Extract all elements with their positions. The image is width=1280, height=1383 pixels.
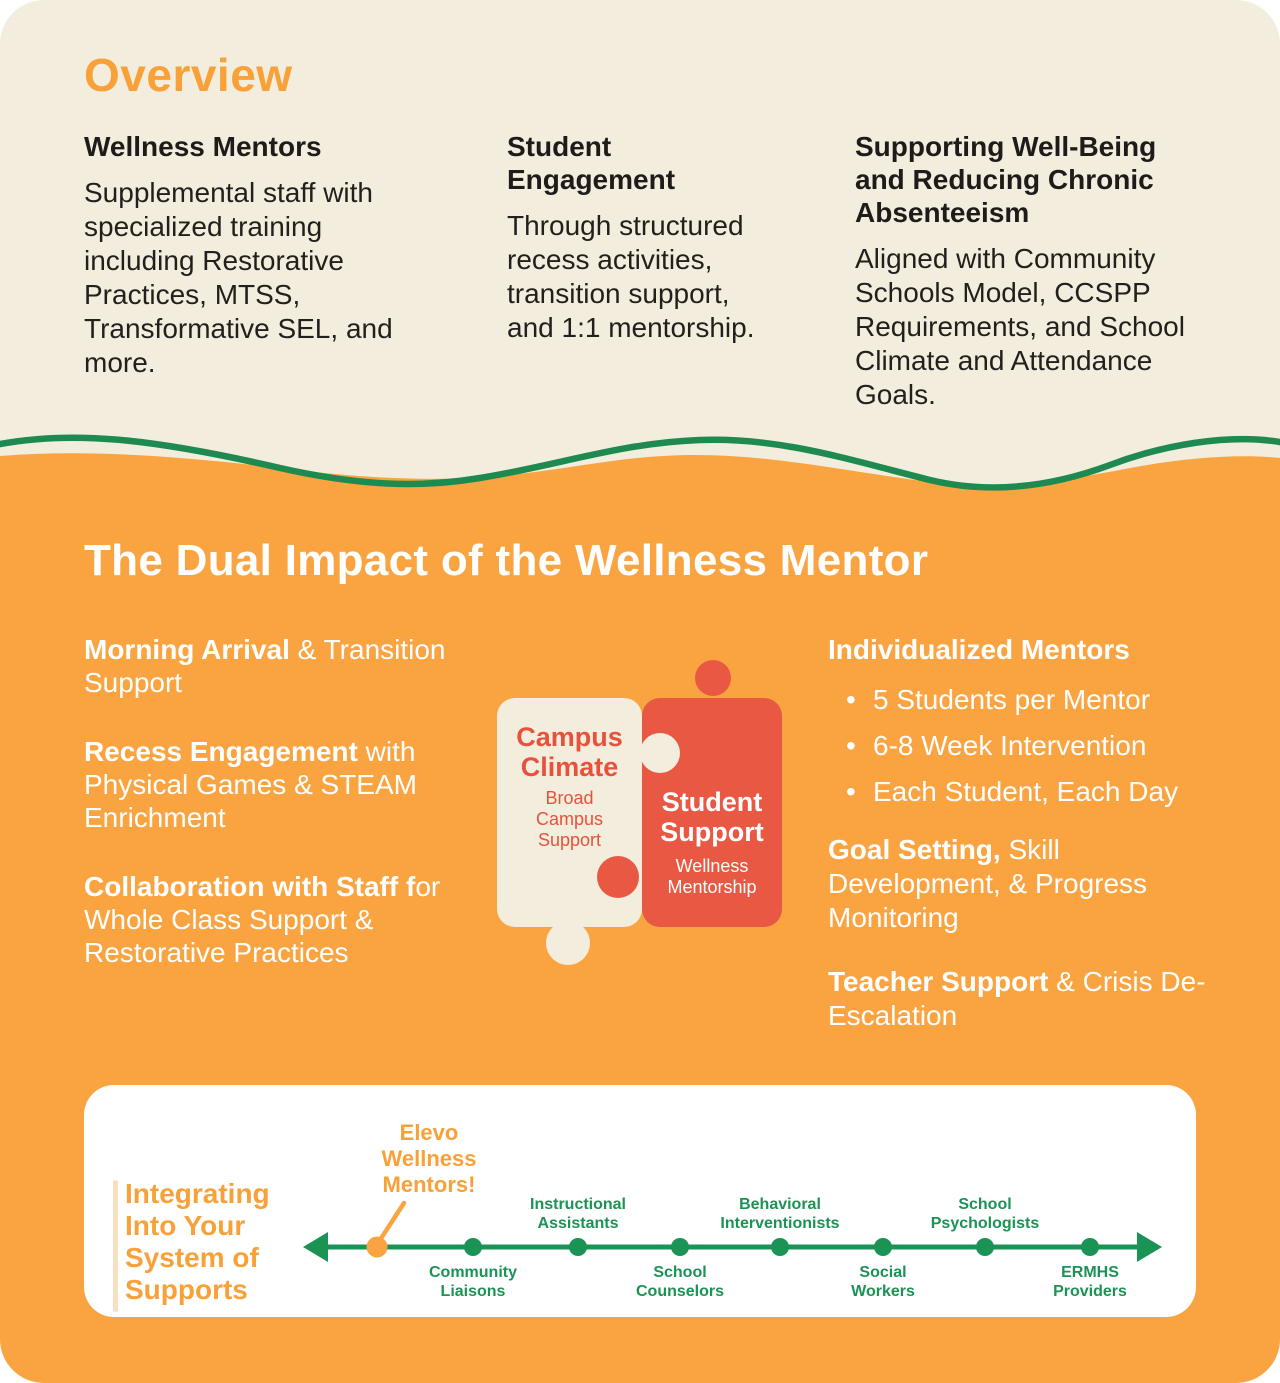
dual-impact-title: The Dual Impact of the Wellness Mentor [84,536,929,585]
list-item: Collaboration with Staff for Whole Class… [84,871,441,968]
overview-card-student-engagement: Student Engagement Through structured re… [507,130,757,345]
puzzle-right-title: Student Support [660,787,764,847]
timeline-label-school-psychologists: School Psychologists [930,1196,1040,1232]
timeline-label-school-counselors: School Counselors [635,1264,725,1300]
wave-divider [0,434,1280,520]
timeline-dot-social-workers [874,1238,892,1256]
timeline-dot-community-liaisons [464,1238,482,1256]
card-heading: Student Engagement [507,131,676,195]
card-body: Aligned with Community Schools Model, CC… [855,243,1185,410]
overview-card-wellbeing-absenteeism: Supporting Well-Being and Reducing Chron… [855,130,1205,412]
card-heading: Supporting Well-Being and Reducing Chron… [855,131,1157,228]
mentor-bullet-list: 5 Students per Mentor 6-8 Week Intervent… [828,683,1208,809]
timeline-dot-school-counselors [671,1238,689,1256]
bullet-item: 5 Students per Mentor [828,683,1208,717]
list-item: Morning Arrival & Transition Support [84,634,446,698]
timeline-label-community-liaisons: Community Liaisons [429,1264,517,1300]
dual-impact-left-list: Morning Arrival & Transition Support Rec… [84,633,459,1005]
supports-timeline-card: Integrating Into Your System of Supports… [84,1085,1196,1317]
individualized-mentors-heading: Individualized Mentors [828,634,1130,665]
arrow-left-icon [303,1232,328,1262]
bullet-item: Each Student, Each Day [828,775,1208,809]
puzzle-right-subtitle: Wellness Mentorship [667,856,757,897]
card-body: Through structured recess activities, tr… [507,210,755,343]
supports-heading: Integrating Into Your System of Supports [125,1178,270,1305]
timeline-dot-behavioral-interventionists [771,1238,789,1256]
timeline-dot-school-psychologists [976,1238,994,1256]
timeline-axis [303,1200,1162,1262]
timeline-label-social-workers: Social Workers [851,1264,915,1300]
timeline-label-ermhs-providers: ERMHS Providers [1053,1264,1127,1300]
puzzle-left-title: Campus Climate [516,722,623,782]
puzzle-pieces-icon [497,660,782,965]
overview-title: Overview [84,49,293,101]
card-body: Supplemental staff with specialized trai… [84,177,393,378]
card-heading: Wellness Mentors [84,131,322,162]
timeline-label-behavioral-interventionists: Behavioral Interventionists [720,1196,840,1232]
vertical-accent-bar [113,1180,118,1312]
arrow-right-icon [1137,1232,1162,1262]
goal-setting-item: Goal Setting, Skill Development, & Progr… [828,834,1148,933]
timeline-label-instructional-assistants: Instructional Assistants [529,1196,627,1232]
elevo-wellness-mentors-label: Elevo Wellness Mentors! [381,1120,477,1197]
highlight-connector-line [377,1200,407,1243]
puzzle-left-subtitle: Broad Campus Support [535,788,604,850]
dual-impact-right-list: Individualized Mentors 5 Students per Me… [828,633,1208,1063]
overview-card-wellness-mentors: Wellness Mentors Supplemental staff with… [84,130,429,380]
timeline-dot-ermhs-providers [1081,1238,1099,1256]
timeline-dot-instructional-assistants [569,1238,587,1256]
timeline-dot-elevo [366,1236,388,1258]
list-item: Recess Engagement with Physical Games & … [84,736,417,833]
teacher-support-item: Teacher Support & Crisis De-Escalation [828,966,1206,1031]
bullet-item: 6-8 Week Intervention [828,729,1208,763]
puzzle-graphic: Campus Climate Broad Campus Support Stud… [460,630,820,990]
